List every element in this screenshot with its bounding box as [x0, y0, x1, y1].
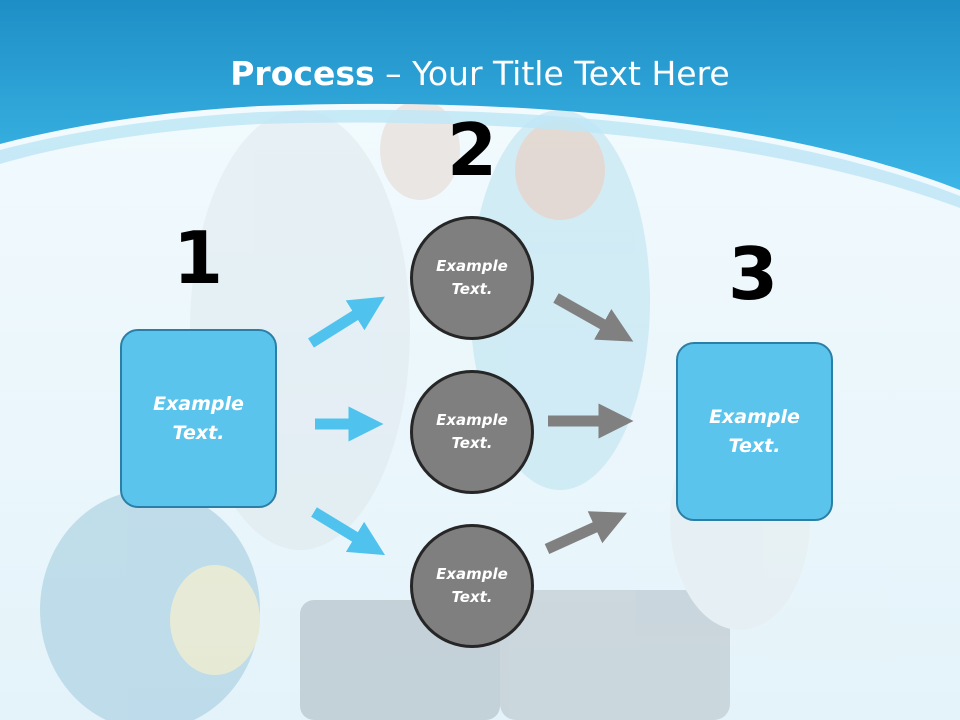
step-box-3-text: Example Text. [709, 405, 800, 457]
title-rest: Your Title Text Here [412, 54, 730, 93]
circle-top-text: Example Text. [436, 257, 508, 298]
circle-bottom: Example Text. [410, 524, 534, 648]
step-number-3: 3 [727, 232, 779, 316]
step-box-1-text: Example Text. [153, 392, 244, 444]
circle-top: Example Text. [410, 216, 534, 340]
circle-middle: Example Text. [410, 370, 534, 494]
slide-title: Process – Your Title Text Here [0, 52, 960, 96]
circle-middle-text: Example Text. [436, 411, 508, 452]
title-bold: Process [230, 54, 375, 93]
step-number-1: 1 [172, 216, 224, 300]
title-separator: – [374, 54, 413, 93]
step-number-2: 2 [446, 108, 498, 192]
step-box-1: Example Text. [120, 329, 277, 508]
circle-bottom-text: Example Text. [436, 565, 508, 606]
step-box-3: Example Text. [676, 342, 833, 521]
